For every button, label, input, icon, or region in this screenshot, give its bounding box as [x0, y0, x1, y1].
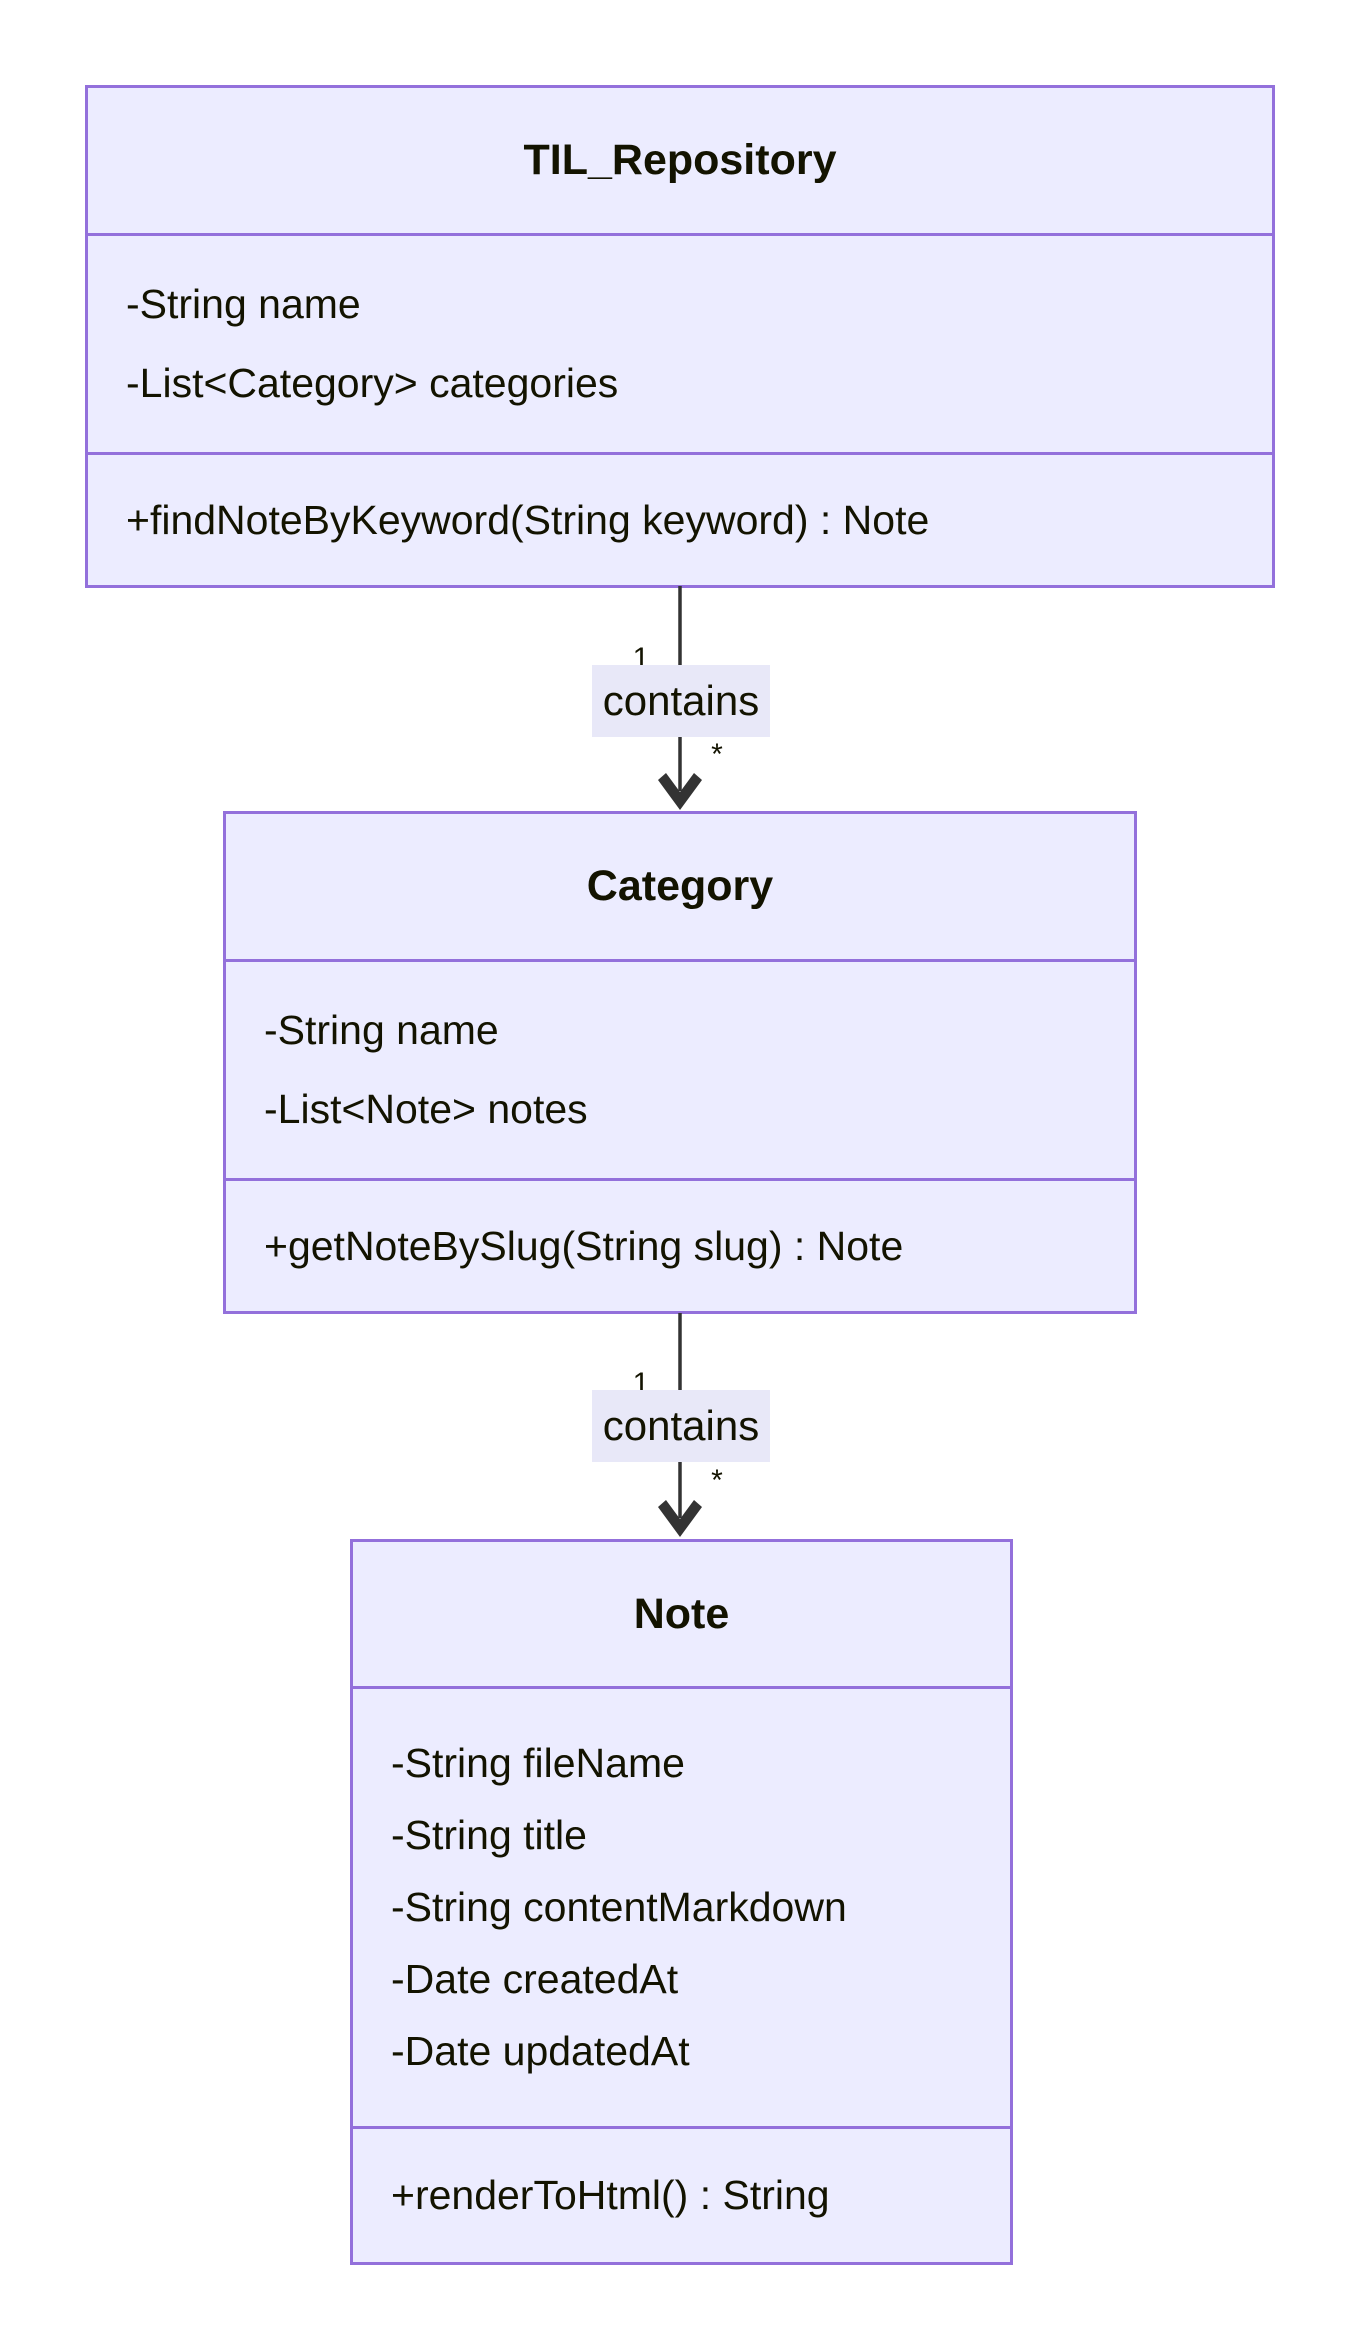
arrowhead-icon	[658, 773, 702, 810]
cardinality-many: *	[711, 738, 723, 771]
class-method: +findNoteByKeyword(String keyword) : Not…	[126, 496, 930, 543]
class-node-til-repository: TIL_Repository -String name -List<Catego…	[85, 85, 1275, 588]
class-attribute: -String fileName	[391, 1740, 685, 1786]
class-attribute: -Date updatedAt	[391, 2028, 690, 2074]
attributes-section-note: -String fileName -String title -String c…	[353, 1686, 1010, 2126]
methods-section-til-repository: +findNoteByKeyword(String keyword) : Not…	[88, 452, 1272, 585]
class-attribute: -List<Category> categories	[126, 360, 619, 406]
relation-label-contains: contains	[592, 1390, 770, 1462]
methods-section-note: +renderToHtml() : String	[353, 2126, 1010, 2262]
class-method: +renderToHtml() : String	[391, 2172, 830, 2218]
class-attribute: -String name	[264, 1007, 499, 1053]
relation-label-contains: contains	[592, 665, 770, 737]
class-attribute: -String contentMarkdown	[391, 1884, 847, 1930]
methods-section-category: +getNoteBySlug(String slug) : Note	[226, 1178, 1134, 1311]
class-method: +getNoteBySlug(String slug) : Note	[264, 1222, 904, 1269]
attributes-section-til-repository: -String name -List<Category> categories	[88, 233, 1272, 452]
class-node-category: Category -String name -List<Note> notes …	[223, 811, 1137, 1314]
class-name-til-repository: TIL_Repository	[523, 136, 837, 184]
arrowhead-icon	[658, 1500, 702, 1537]
class-attribute: -List<Note> notes	[264, 1086, 588, 1132]
cardinality-many: *	[711, 1464, 723, 1497]
class-attribute: -String name	[126, 281, 361, 327]
class-name-category: Category	[586, 862, 774, 910]
attributes-section-category: -String name -List<Note> notes	[226, 959, 1134, 1178]
class-name-note: Note	[633, 1589, 730, 1638]
class-attribute: -String title	[391, 1812, 587, 1858]
class-attribute: -Date createdAt	[391, 1956, 679, 2002]
class-node-note: Note -String fileName -String title -Str…	[350, 1539, 1013, 2265]
